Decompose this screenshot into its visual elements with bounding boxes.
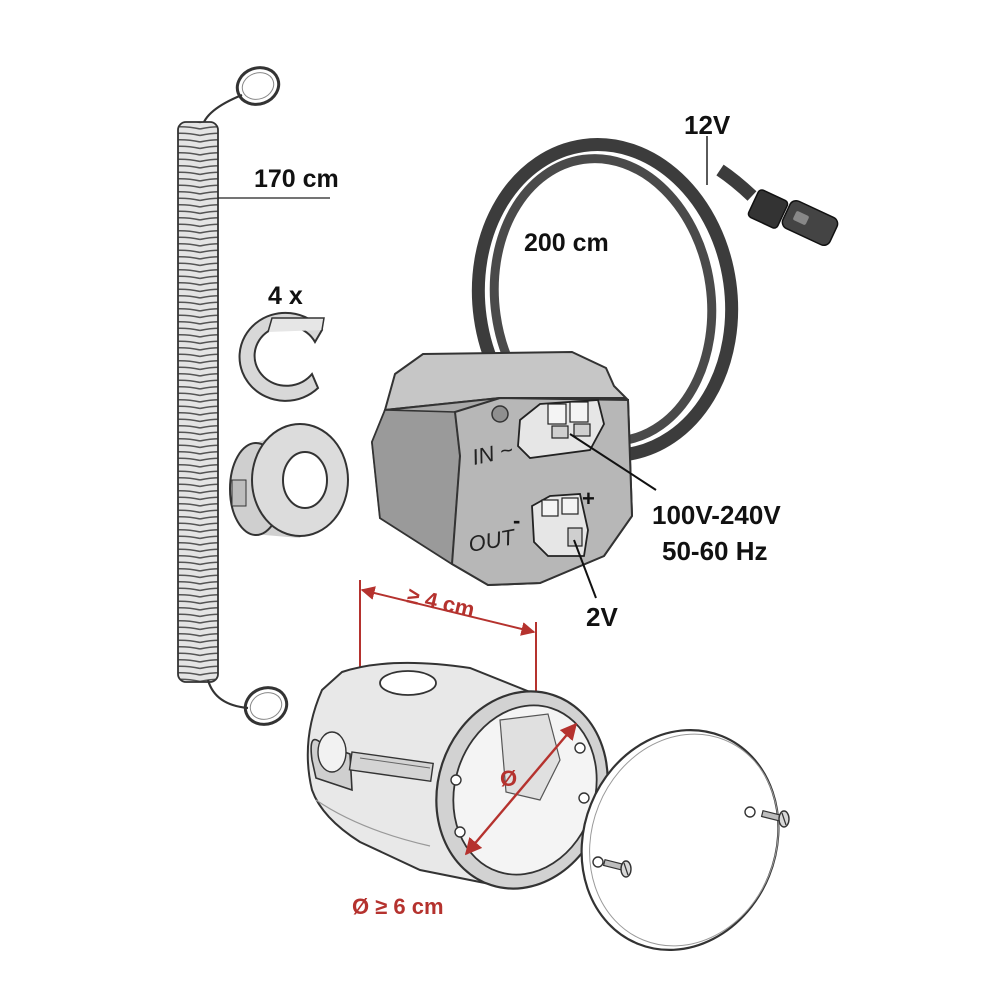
spring-coil (177, 121, 219, 683)
clip-count-label: 4 x (268, 282, 303, 310)
input-frequency-label: 50-60 Hz (662, 536, 768, 566)
output-voltage-label: 2V (586, 602, 618, 632)
box-top-hole (379, 670, 437, 696)
input-leader-line (569, 433, 657, 491)
input-voltage-label: 100V-240V (652, 500, 781, 530)
cable-voltage-label: 12V (684, 110, 731, 140)
box-depth-label: ≥ 4 cm (405, 583, 477, 623)
terminal-plus-label: + (582, 486, 595, 511)
box-diameter-symbol: Ø (500, 766, 517, 791)
cover-screw-right (760, 809, 790, 828)
retaining-clip (238, 311, 325, 402)
spring-length-label: 170 cm (254, 165, 339, 193)
spring-bottom-ring (206, 679, 289, 726)
output-terminal-block (531, 493, 589, 557)
12v-cable: 12V 200 cm (471, 110, 839, 462)
cover-screw-left (602, 858, 632, 878)
rubber-grommet (229, 423, 349, 538)
cable-length-label: 200 cm (524, 229, 609, 257)
cover-plate (580, 729, 780, 951)
input-terminal-block (517, 399, 605, 459)
spring-top-ring (200, 66, 281, 129)
output-leader-line (573, 539, 597, 599)
module-screw-hole (491, 405, 509, 423)
tension-spring: 170 cm (177, 66, 339, 726)
box-diameter-label: Ø ≥ 6 cm (352, 894, 444, 919)
box-diameter-dimension: Ø Ø ≥ 6 cm (352, 722, 578, 919)
cable-connector-plug (747, 189, 839, 247)
power-module: IN ~ OUT - + (370, 350, 657, 599)
terminal-minus-label: - (513, 508, 520, 533)
